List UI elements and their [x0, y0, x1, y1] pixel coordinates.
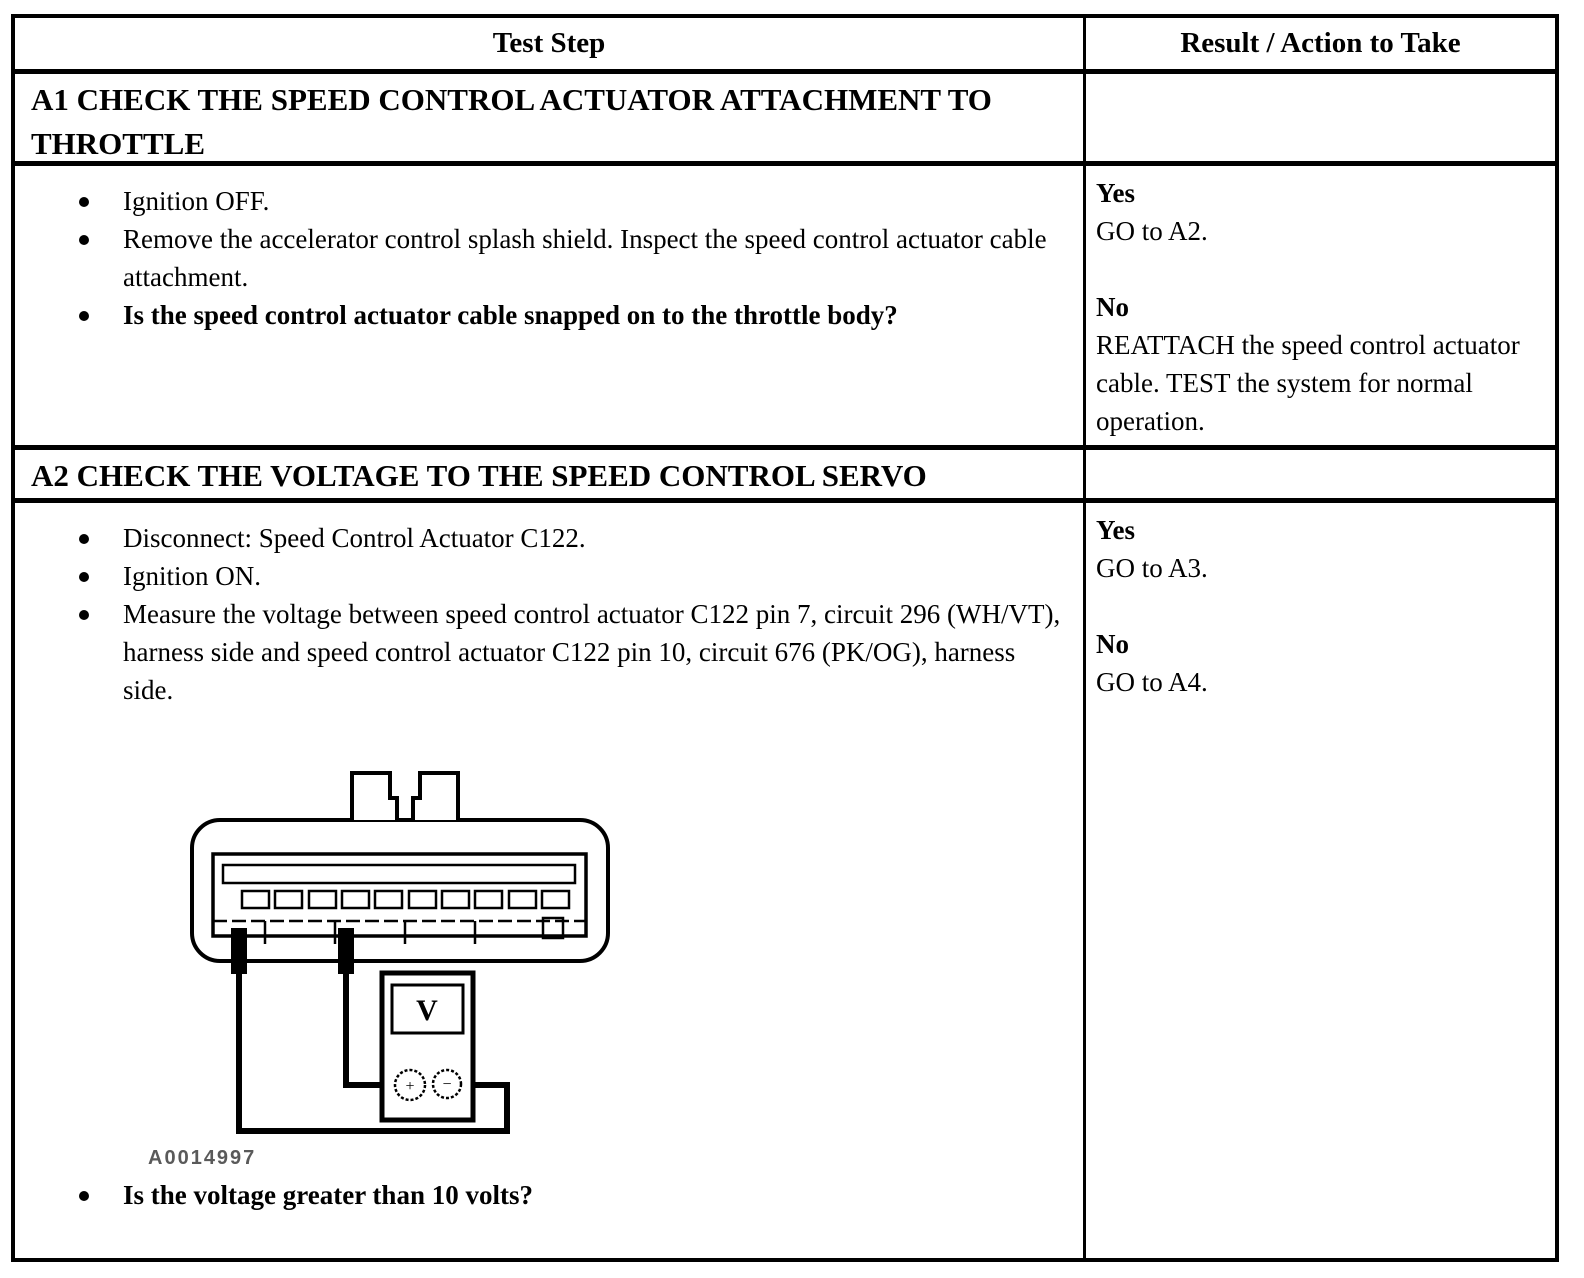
step-a1-instructions-cell: Ignition OFF. Remove the accelerator con…	[15, 166, 1086, 445]
voltmeter-negative-terminal	[431, 1068, 463, 1100]
step-a2-title-row: A2 CHECK THE VOLTAGE TO THE SPEED CONTRO…	[15, 450, 1555, 503]
result-no-action: REATTACH the speed control actuator cabl…	[1096, 330, 1520, 436]
connector-slot	[221, 863, 577, 885]
step-a1-title-row: A1 CHECK THE SPEED CONTROL ACTUATOR ATTA…	[15, 74, 1555, 166]
connector-diagram: V + −	[190, 771, 610, 1134]
step-a2-question-list: Is the voltage greater than 10 volts?	[15, 1176, 1083, 1214]
table-header-row: Test Step Result / Action to Take	[15, 18, 1555, 74]
step-a2-body-row: Disconnect: Speed Control Actuator C122.…	[15, 503, 1555, 1258]
pinpoint-test-table: Test Step Result / Action to Take A1 CHE…	[11, 14, 1559, 1262]
lead-wire-negative	[236, 968, 510, 1134]
result-yes-action: GO to A2.	[1096, 216, 1208, 246]
step-a2-bullet-list: Disconnect: Speed Control Actuator C122.…	[15, 519, 1083, 709]
result-no-group: No GO to A4.	[1096, 625, 1543, 701]
result-yes-label: Yes	[1096, 178, 1135, 208]
probe-pin10	[231, 928, 247, 974]
bullet-item: Ignition OFF.	[15, 182, 1083, 220]
result-yes-group: Yes GO to A2.	[1096, 174, 1543, 250]
voltmeter-display-symbol: V	[416, 994, 438, 1027]
bullet-item: Ignition ON.	[15, 557, 1083, 595]
connector-inner-frame	[211, 852, 588, 938]
result-yes-label: Yes	[1096, 515, 1135, 545]
bullet-question: Is the speed control actuator cable snap…	[15, 296, 1083, 334]
result-yes-action: GO to A3.	[1096, 553, 1208, 583]
step-a1-result-cell: Yes GO to A2. No REATTACH the speed cont…	[1086, 166, 1555, 445]
bullet-question: Is the voltage greater than 10 volts?	[15, 1176, 1083, 1214]
step-a1-bullet-list: Ignition OFF. Remove the accelerator con…	[15, 182, 1083, 334]
positive-terminal-symbol: +	[405, 1078, 414, 1095]
step-a1-title-result-cell	[1086, 74, 1555, 161]
connector-lower-tabs	[263, 916, 565, 944]
voltmeter-display	[390, 983, 465, 1035]
figure-id-label: A0014997	[148, 1147, 257, 1169]
result-no-action: GO to A4.	[1096, 667, 1208, 697]
bullet-item: Disconnect: Speed Control Actuator C122.	[15, 519, 1083, 557]
latch-left-post	[350, 771, 399, 820]
negative-terminal-symbol: −	[442, 1076, 451, 1093]
step-a2-title: A2 CHECK THE VOLTAGE TO THE SPEED CONTRO…	[15, 450, 1086, 498]
result-no-group: No REATTACH the speed control actuator c…	[1096, 288, 1543, 440]
bullet-item: Measure the voltage between speed contro…	[15, 595, 1083, 709]
connector-voltmeter-figure: V + − A0014997	[145, 768, 625, 1170]
voltmeter-positive-terminal	[393, 1068, 427, 1102]
result-no-label: No	[1096, 629, 1129, 659]
connector-pins	[240, 889, 571, 910]
step-a2-title-result-cell	[1086, 450, 1555, 498]
column-header-test-step: Test Step	[15, 18, 1086, 69]
probe-pin7	[338, 928, 354, 974]
step-a1-title: A1 CHECK THE SPEED CONTROL ACTUATOR ATTA…	[15, 74, 1086, 161]
step-a2-instructions-cell: Disconnect: Speed Control Actuator C122.…	[15, 503, 1086, 1258]
bullet-item: Remove the accelerator control splash sh…	[15, 220, 1083, 296]
column-header-result-action: Result / Action to Take	[1180, 27, 1461, 59]
result-yes-group: Yes GO to A3.	[1096, 511, 1543, 587]
latch-right-post	[411, 771, 460, 820]
result-no-label: No	[1096, 292, 1129, 322]
step-a2-result-cell: Yes GO to A3. No GO to A4.	[1086, 503, 1555, 1258]
step-a1-body-row: Ignition OFF. Remove the accelerator con…	[15, 166, 1555, 450]
